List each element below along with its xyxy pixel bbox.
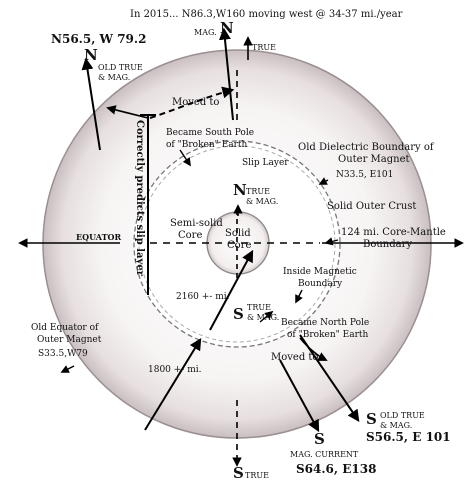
inside-mag-line2: Boundary (298, 279, 343, 289)
se-mag-arrow (279, 359, 320, 433)
core-n-sub2: & MAG. (246, 197, 278, 206)
slip-layer-label: Slip Layer (242, 158, 289, 168)
top-n-letter: N (220, 19, 234, 37)
moved-to-bottom-curve (299, 337, 328, 361)
semi-solid-line1: Semi-solid (170, 218, 223, 229)
mag-current: MAG. CURRENT (290, 450, 359, 459)
mag-s-letter: S (314, 430, 325, 448)
old-dielectric-line2: Outer Magnet (338, 154, 410, 165)
north-pole-line2: of "Broken" Earth (287, 330, 369, 340)
solid-core-line2: Core (227, 240, 251, 251)
old-dielectric-coord: N33.5, E101 (336, 170, 393, 180)
mantle-pointer (324, 237, 339, 246)
moved-to-bottom: Moved to (271, 352, 318, 363)
bottom-true: TRUE (245, 471, 269, 480)
south-pole-pointer (179, 149, 191, 167)
core-s-sub2: & MAG. (247, 313, 279, 322)
moved-to-top: Moved to (172, 97, 219, 108)
top-mag-label: MAG. (194, 28, 217, 37)
core-n-letter: N (233, 181, 247, 199)
mantle-line2: Boundary (363, 239, 412, 250)
diag-outer-arrow (144, 337, 202, 431)
vertical-note: Correctly predicts slip layer (134, 120, 145, 277)
core-n-sub1: TRUE (246, 187, 270, 196)
inside-mag-pointer (295, 289, 303, 304)
core-s-letter: S (233, 305, 244, 323)
solid-outer-crust: Solid Outer Crust (327, 201, 416, 212)
old-equator-line2: Outer Magnet (37, 335, 102, 345)
old-equator-pointer (60, 365, 75, 373)
old-equator-coord: S33.5,W79 (38, 349, 88, 359)
diag-core-arrow (209, 249, 254, 331)
mag-coord: S64.6, E138 (296, 462, 376, 476)
se-s-letter: S (366, 410, 377, 428)
dist-1800: 1800 +- mi. (148, 365, 202, 375)
semi-solid-line2: Core (178, 230, 202, 241)
old-dielectric-line1: Old Dielectric Boundary of (298, 142, 435, 153)
south-pole-line1: Became South Pole (166, 128, 254, 138)
old-equator-line1: Old Equator of (31, 323, 99, 333)
south-pole-line2: of "Broken" Earth (166, 140, 248, 150)
nw-sub-line1: OLD TRUE (98, 63, 143, 72)
top-true-label: TRUE (252, 43, 276, 52)
moved-to-dashed-curve (149, 86, 235, 119)
nw-north-arrow (81, 57, 101, 151)
north-pole-pointer (259, 310, 274, 323)
nw-old-arrow (106, 105, 149, 119)
solid-core-line1: Solid (225, 228, 251, 239)
nw-coord: N56.5, W 79.2 (51, 32, 146, 46)
mantle-line1: 124 mi. Core-Mantle (341, 227, 446, 238)
se-coord: S56.5, E 101 (366, 430, 451, 444)
nw-n-letter: N (84, 46, 98, 64)
inside-mag-line1: Inside Magnetic (283, 267, 357, 277)
north-pole-line1: Became North Pole (281, 318, 369, 328)
nw-sub-line2: & MAG. (98, 73, 130, 82)
core-s-sub1: TRUE (247, 303, 271, 312)
se-sub2: & MAG. (380, 421, 412, 430)
bottom-s-letter: S (233, 464, 244, 482)
header-text: In 2015... N86.3,W160 moving west @ 34-3… (130, 9, 403, 20)
dist-2160: 2160 +- mi. (176, 292, 230, 302)
top-north-arrow (218, 27, 234, 121)
equator-label: EQUATOR (76, 232, 121, 242)
inner-magnetic-boundary (138, 145, 336, 343)
dielectric-pointer (318, 177, 329, 185)
se-sub1: OLD TRUE (380, 411, 425, 420)
